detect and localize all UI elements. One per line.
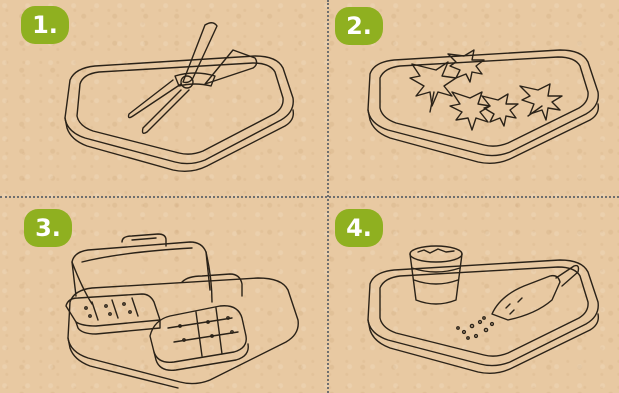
tray-with-propagator-dome-and-seed-trays-icon [62,232,312,388]
tray-with-pot-and-soil-scoop-icon [360,240,610,370]
horizontal-dotted-divider [0,196,619,198]
tray-with-pruning-shears-icon [55,20,305,170]
tray-with-leaves-icon [360,30,610,160]
